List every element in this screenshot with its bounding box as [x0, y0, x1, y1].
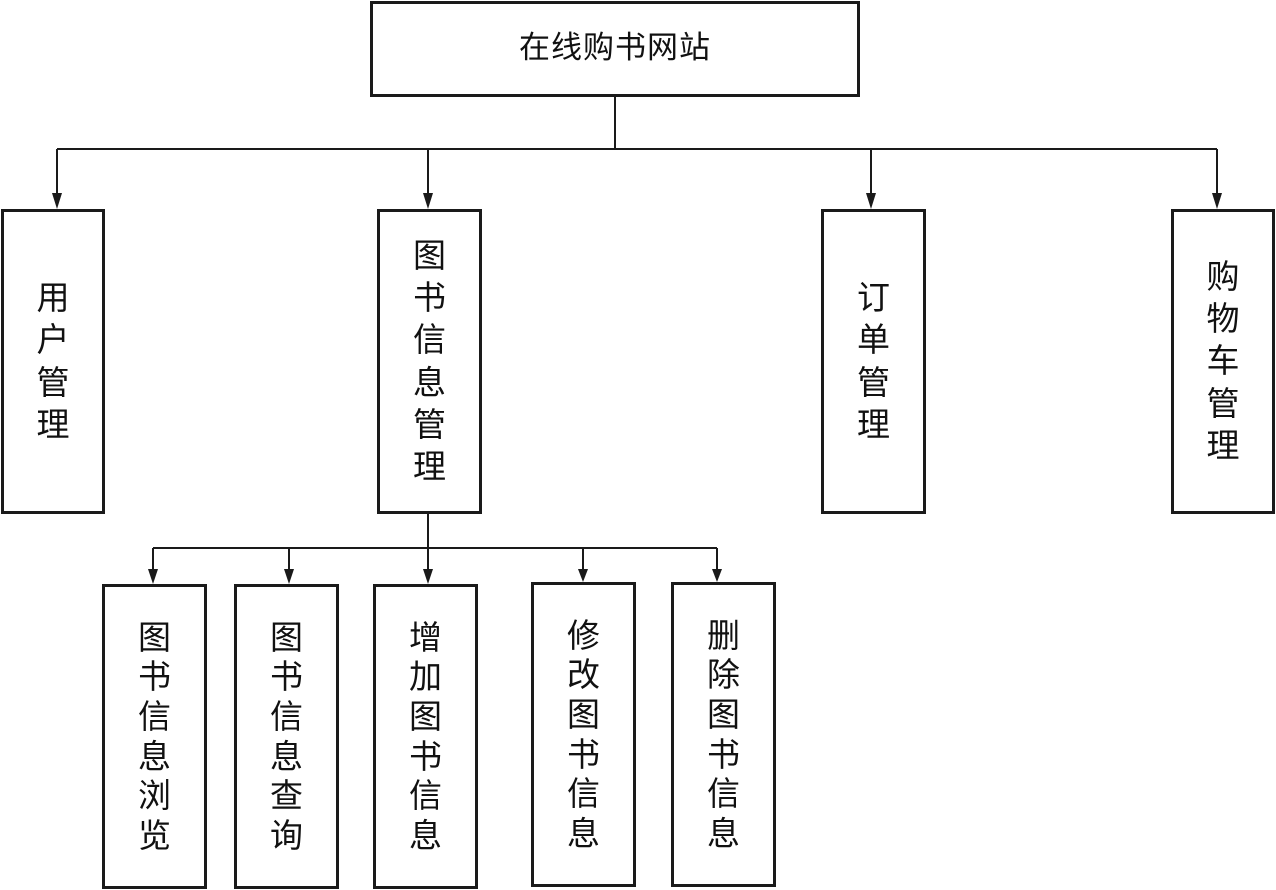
module-box-user: 用户管理 [1, 209, 105, 514]
module-label-cart: 购物车管理 [1206, 256, 1240, 465]
arrowhead-sub-4 [578, 569, 588, 582]
submodule-box-delete: 删除图书信息 [671, 582, 776, 887]
submodule-label-add: 增加图书信息 [408, 617, 442, 855]
arrowhead-sub-5 [712, 569, 722, 582]
submodule-label-edit: 修改图书信息 [566, 615, 600, 853]
arrowhead-sub-2 [284, 569, 294, 584]
arrowhead-module-2 [423, 193, 433, 209]
submodule-box-query: 图书信息查询 [234, 584, 339, 889]
module-box-book-info: 图书信息管理 [377, 209, 482, 514]
submodule-label-browse: 图书信息浏览 [137, 617, 171, 855]
submodule-label-delete: 删除图书信息 [706, 615, 740, 853]
module-label-user: 用户管理 [36, 278, 70, 444]
module-box-cart: 购物车管理 [1171, 209, 1275, 514]
submodule-box-browse: 图书信息浏览 [102, 584, 207, 889]
module-label-book-info: 图书信息管理 [412, 235, 446, 486]
module-label-order: 订单管理 [856, 278, 890, 444]
submodule-box-add: 增加图书信息 [373, 584, 478, 889]
submodule-label-query: 图书信息查询 [269, 617, 303, 855]
submodule-box-edit: 修改图书信息 [531, 582, 636, 887]
arrowhead-module-1 [52, 193, 62, 209]
arrowhead-sub-3 [423, 569, 433, 584]
root-node-label: 在线购书网站 [519, 30, 711, 67]
arrowhead-module-4 [1212, 193, 1222, 209]
arrowhead-sub-1 [148, 569, 158, 584]
module-box-order: 订单管理 [821, 209, 926, 514]
root-node-box: 在线购书网站 [370, 1, 860, 97]
arrowhead-module-3 [866, 193, 876, 209]
